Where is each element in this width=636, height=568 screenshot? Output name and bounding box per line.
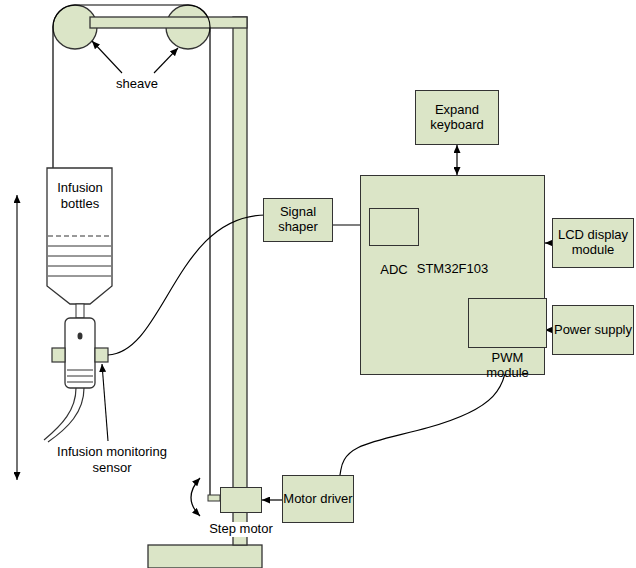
node-text: Expand keyboard — [416, 103, 498, 133]
height-arrow — [16, 195, 17, 480]
drip-chamber — [65, 318, 95, 388]
adc-box: ADC — [369, 208, 419, 246]
motor-box: Step motor — [220, 487, 262, 513]
liquid-line — [48, 246, 111, 247]
stand-base — [148, 545, 262, 568]
sensor-cable — [108, 215, 266, 355]
lcd-box: LCD display module — [552, 218, 634, 268]
node-text: PWM module — [469, 351, 546, 381]
node-text: ADC — [380, 263, 407, 278]
stand-pole — [233, 17, 247, 545]
pwm-box: PWM module — [468, 298, 547, 348]
driver-box: Motor driver — [282, 475, 354, 523]
leader-line — [102, 364, 108, 441]
infusion-bottle — [47, 168, 112, 304]
liquid-line — [48, 266, 111, 267]
chamber-liquid — [67, 370, 93, 371]
stand-arm — [90, 17, 247, 28]
part-label: Infusion monitoring sensor — [50, 444, 174, 475]
liquid-level — [48, 236, 111, 237]
part-label: sheave — [112, 76, 162, 92]
connector — [456, 145, 457, 175]
liquid-line — [48, 276, 111, 277]
leader-line — [92, 41, 122, 73]
tubing — [48, 388, 84, 442]
node-text: Power supply — [554, 323, 632, 338]
signal-shaper-box: Signal shaper — [263, 198, 333, 242]
node-text: LCD display module — [553, 228, 633, 258]
part-label: Infusion bottles — [49, 180, 111, 211]
connector — [545, 242, 552, 243]
power-box: Power supply — [552, 305, 634, 355]
drop — [78, 333, 83, 340]
chamber-liquid — [67, 376, 93, 377]
leader-line — [154, 48, 178, 73]
node-text: Motor driver — [283, 492, 352, 507]
sensor-clamp — [52, 348, 65, 362]
chamber-liquid — [67, 382, 93, 383]
node-text: Signal shaper — [264, 205, 332, 235]
connector — [262, 499, 282, 500]
mcu-box: STM32F103ADCPWM module — [360, 175, 545, 375]
bottle-neck — [76, 304, 84, 318]
motor-shaft — [208, 495, 220, 501]
keyboard-box: Expand keyboard — [415, 90, 499, 145]
liquid-line — [48, 256, 111, 257]
sensor-clamp — [95, 348, 108, 362]
node-text: Step motor — [207, 522, 275, 537]
rotation-arrow — [191, 478, 200, 516]
